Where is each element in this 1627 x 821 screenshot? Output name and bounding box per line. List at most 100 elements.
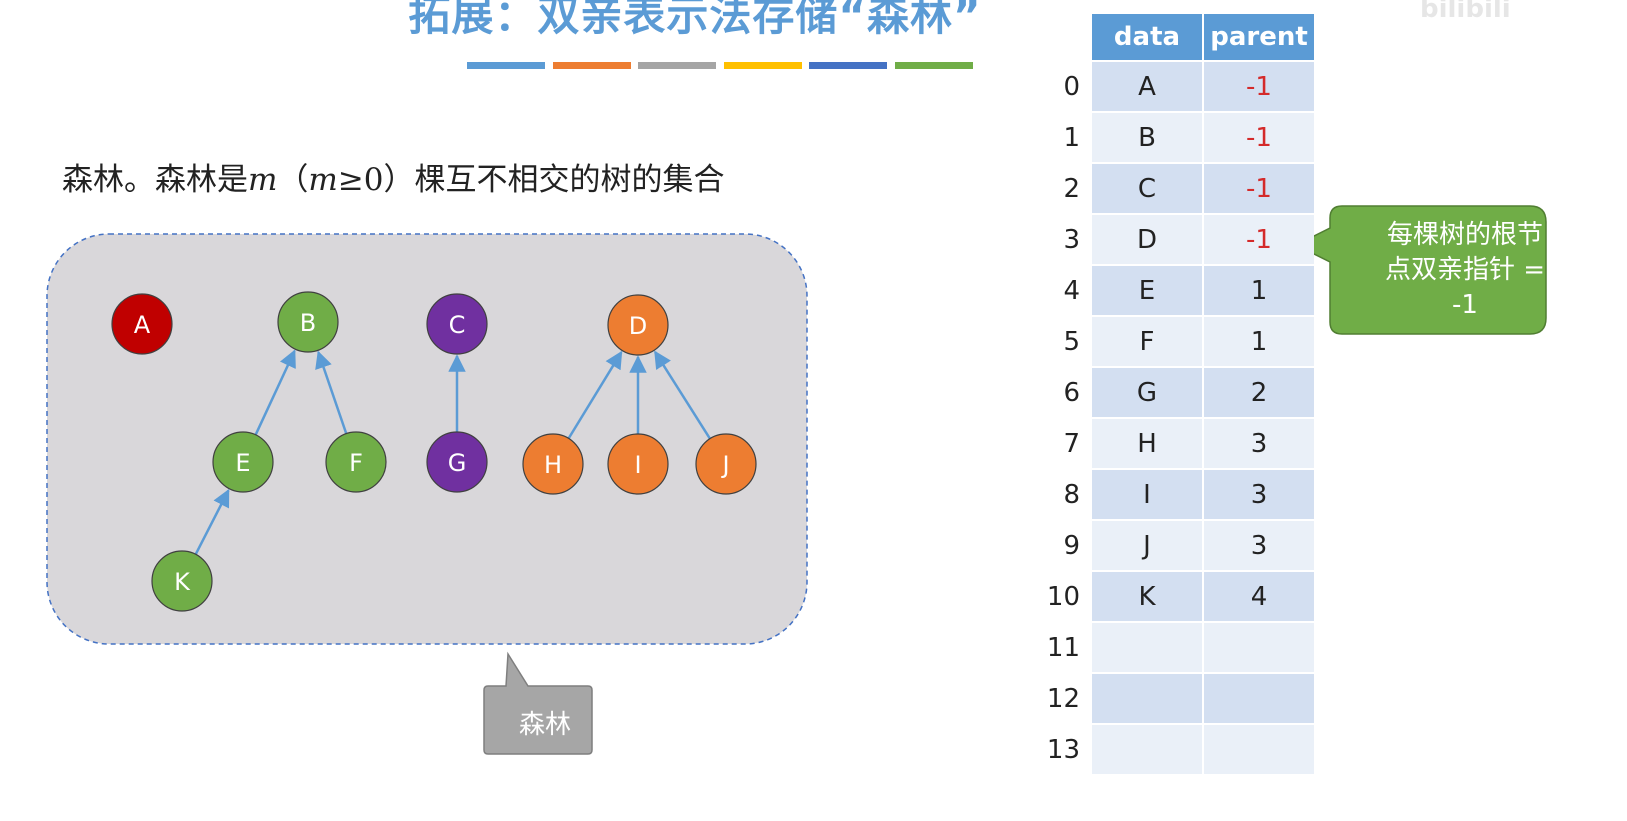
node-label: J [720,451,729,479]
root-tip-bubble [1294,205,1547,335]
tree-node-B: B [277,291,339,353]
parent-cell: 4 [1204,572,1314,621]
node-label: A [134,311,151,339]
tree-node-G: G [426,431,488,493]
tree-node-K: K [151,550,213,612]
node-label: C [449,311,466,339]
node-label: I [634,451,641,479]
tree-node-D: D [607,294,669,356]
data-cell [1092,623,1202,672]
row-index: 3 [1020,215,1090,264]
data-cell: B [1092,113,1202,162]
parent-cell: -1 [1204,113,1314,162]
table-row: 13 [1020,725,1314,774]
row-index: 5 [1020,317,1090,366]
color-bar [467,62,545,69]
row-index: 12 [1020,674,1090,723]
parent-edge-E-B [254,349,296,436]
row-index: 1 [1020,113,1090,162]
data-cell: J [1092,521,1202,570]
data-cell: E [1092,266,1202,315]
index-header [1020,14,1090,60]
variable-m: m [248,162,278,198]
parent-column-header: parent [1204,14,1314,60]
data-cell: G [1092,368,1202,417]
table-header-row: data parent [1020,14,1314,60]
row-index: 8 [1020,470,1090,519]
row-index: 13 [1020,725,1090,774]
parent-cell: 3 [1204,419,1314,468]
tree-node-E: E [212,431,274,493]
parent-cell [1204,725,1314,774]
definition-text-2: （ [277,162,309,198]
tree-node-H: H [522,433,584,495]
color-bar [894,62,973,69]
definition-text-1: 森林。森林是 [62,162,248,198]
variable-m: m [308,162,338,198]
parent-cell: -1 [1204,164,1314,213]
node-circle [695,433,757,495]
row-index: 6 [1020,368,1090,417]
parent-edge-J-D [654,350,712,440]
data-cell: I [1092,470,1202,519]
node-circle [522,433,584,495]
data-column-header: data [1092,14,1202,60]
parent-cell: 2 [1204,368,1314,417]
node-circle [212,431,274,493]
parent-edge-H-D [567,350,623,440]
row-index: 4 [1020,266,1090,315]
color-bar [638,62,716,69]
row-index: 9 [1020,521,1090,570]
parent-edge-F-B [315,350,348,435]
row-index: 0 [1020,62,1090,111]
node-circle [111,293,173,355]
parent-cell: -1 [1204,215,1314,264]
node-label: E [235,449,250,477]
parent-cell: 3 [1204,470,1314,519]
table-row: 11 [1020,623,1314,672]
data-cell: K [1092,572,1202,621]
color-bar [552,62,631,69]
root-tip-text: 每棵树的根节点双亲指针 = -1 [1384,220,1546,320]
data-cell: D [1092,215,1202,264]
color-bar [809,62,887,69]
row-index: 10 [1020,572,1090,621]
parent-cell: 1 [1204,317,1314,366]
parent-edge-K-E [194,488,230,555]
data-cell: F [1092,317,1202,366]
parent-cell: -1 [1204,62,1314,111]
data-cell [1092,725,1202,774]
node-label: B [300,309,316,337]
bilibili-watermark: bilibili [1420,0,1511,24]
forest-definition: 森林。森林是m（m≥0）棵互不相交的树的集合 [62,154,725,199]
node-label: F [349,449,363,477]
tree-node-C: C [426,293,488,355]
row-index: 2 [1020,164,1090,213]
node-circle [607,294,669,356]
row-index: 7 [1020,419,1090,468]
data-cell: A [1092,62,1202,111]
color-bar [723,62,802,69]
tree-node-J: J [695,433,757,495]
tree-node-I: I [607,433,669,495]
data-cell: C [1092,164,1202,213]
page-title: 拓展：双亲表示法存储“森林” [408,0,982,40]
node-label: D [629,312,647,340]
data-cell [1092,674,1202,723]
node-circle [151,550,213,612]
row-index: 11 [1020,623,1090,672]
parent-cell [1204,674,1314,723]
data-cell: H [1092,419,1202,468]
parent-cell: 3 [1204,521,1314,570]
